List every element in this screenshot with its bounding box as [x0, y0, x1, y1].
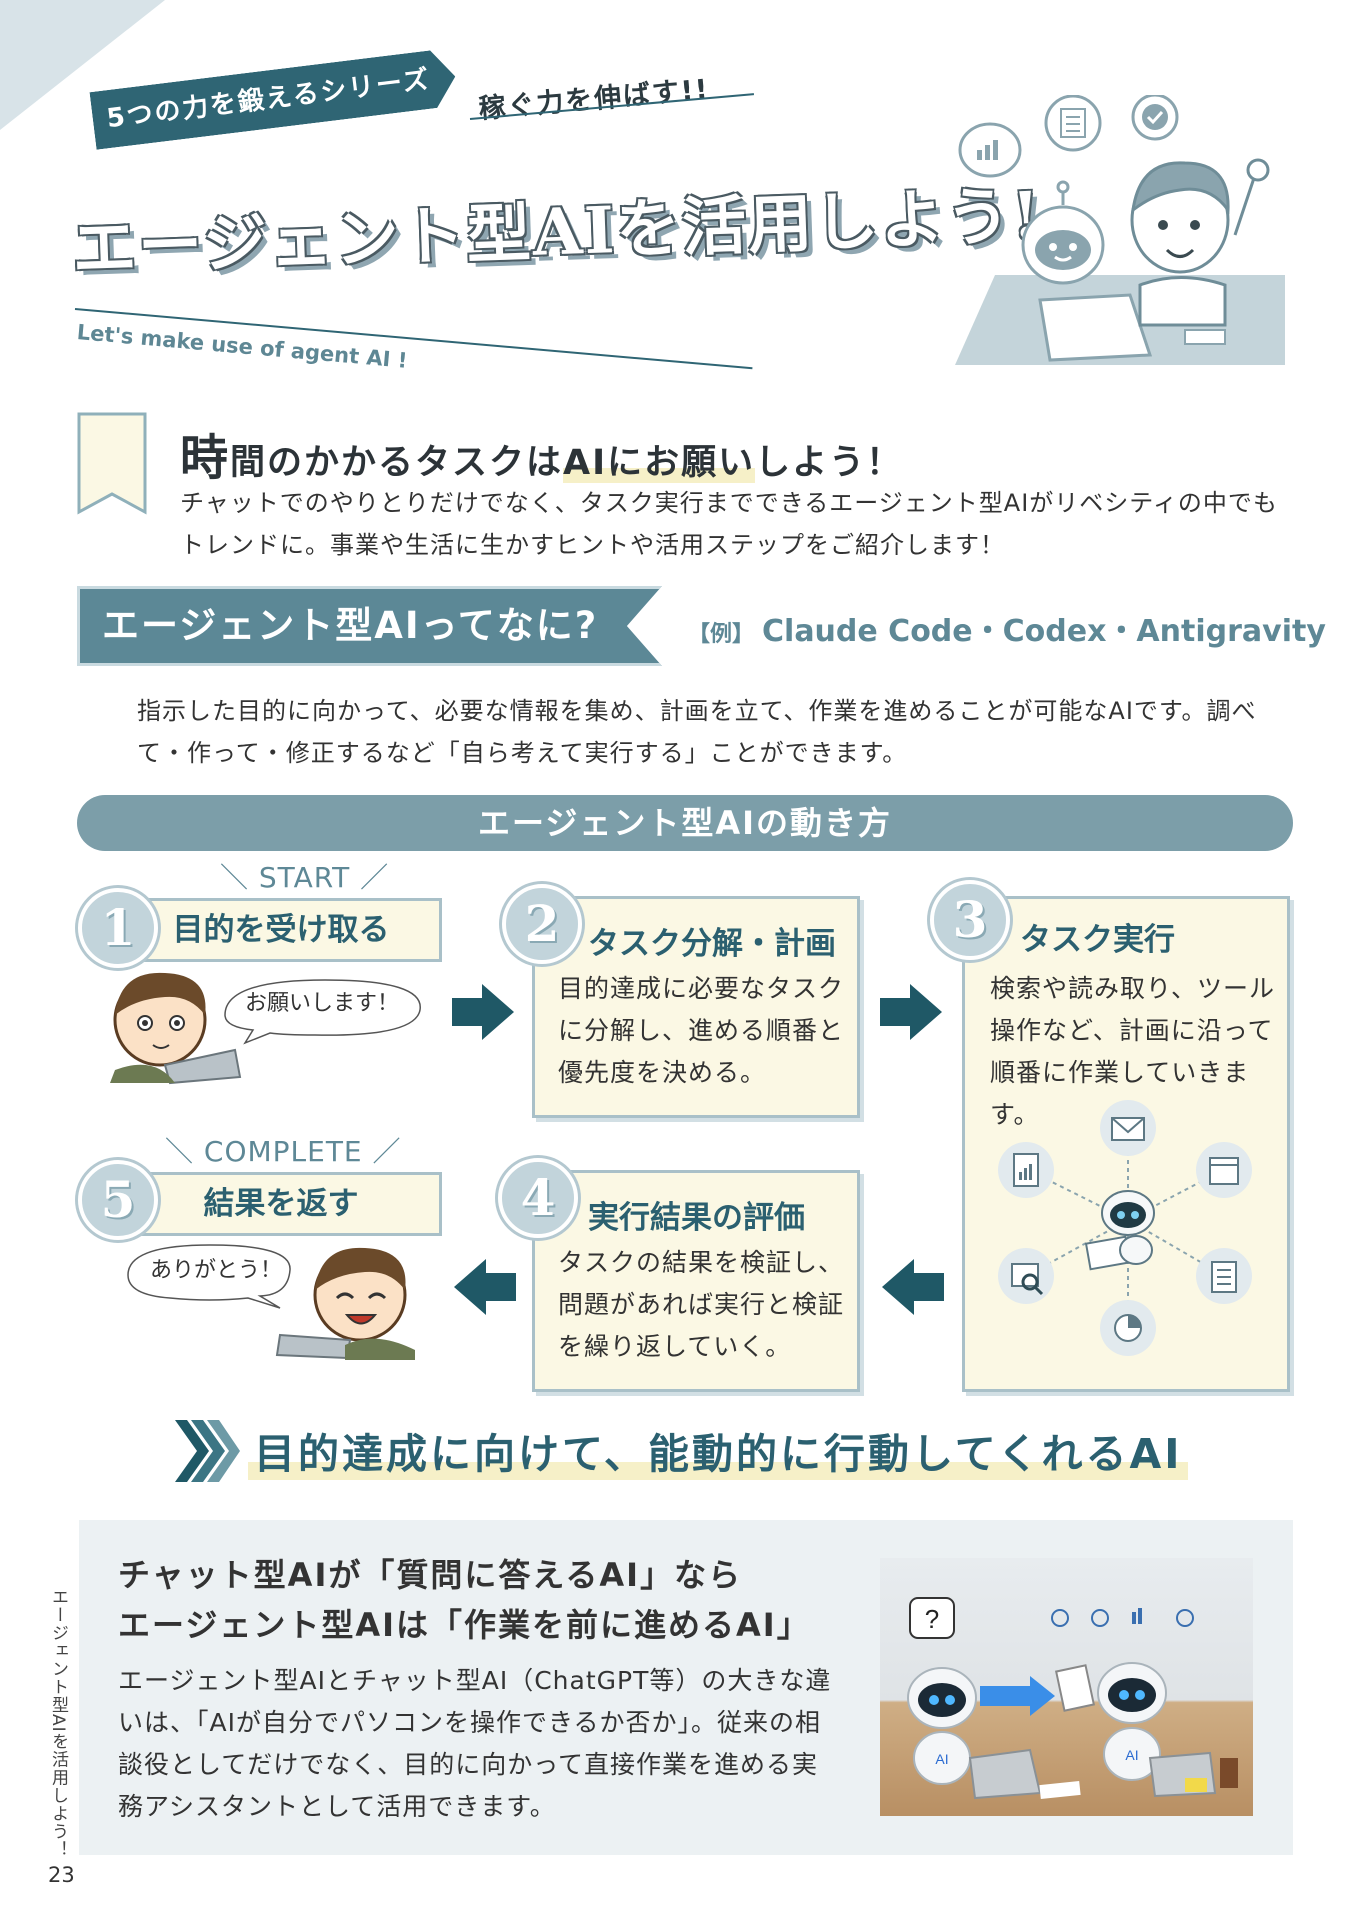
step-3-number: 3: [930, 880, 1010, 960]
hero-illustration: [955, 95, 1285, 365]
step-1-title-box: 目的を受け取る: [120, 898, 442, 962]
businessman-icon: [1130, 158, 1270, 327]
speech-bubble: [127, 1244, 291, 1309]
step-2-body: 目的達成に必要なタスクに分解し、進める順番と優先度を決める。: [558, 974, 845, 1087]
intro-heading: 時間のかかるタスクはAIにお願いしよう！: [180, 430, 904, 486]
step-3-title: タスク実行: [1020, 922, 1175, 958]
step-4-body: タスクの結果を検証し、問題があれば実行と検証を繰り返していく。: [558, 1248, 845, 1361]
search-doc-icon: [998, 1248, 1054, 1304]
page-title: エージェント型AIを活用しよう!: [70, 178, 1044, 287]
intro-text: チャットでのやりとりだけでなく、タスク実行までできるエージェント型AIがリベシテ…: [180, 489, 1278, 559]
person-icon: [110, 972, 242, 1085]
step-2-title: タスク分解・計画: [588, 926, 836, 962]
complete-label: ＼ COMPLETE ／: [165, 1135, 402, 1168]
bubble-text-5: ありがとう！: [150, 1258, 283, 1283]
mail-icon: [1100, 1100, 1156, 1156]
pie-chart-icon: [1100, 1300, 1156, 1356]
calendar-icon: [1196, 1142, 1252, 1198]
list-icon: [1196, 1248, 1252, 1304]
section-banner-what: エージェント型AIってなに?: [77, 586, 662, 666]
arrow-left-icon: [454, 1259, 516, 1315]
comparison-text: エージェント型AIとチャット型AI（ChatGPT等）の大きな違いは、「AIが自…: [118, 1666, 832, 1821]
photo-robot-label: AI: [1125, 1747, 1138, 1763]
robots-photo: ? AI AI: [880, 1558, 1253, 1816]
chart-bubble-icon: [958, 122, 1022, 178]
what-description: 指示した目的に向かって、必要な情報を集め、計画を立て、作業を進めることが可能なA…: [137, 697, 1257, 767]
task-execution-diagram: [998, 1100, 1252, 1356]
chevrons-icon: [175, 1420, 240, 1482]
arrow-right-icon: [452, 984, 514, 1040]
flow-banner: エージェント型AIの動き方: [77, 795, 1293, 851]
robot-icon: [1021, 180, 1105, 285]
conclusion-text: 目的達成に向けて、能動的に行動してくれるAI: [248, 1420, 1189, 1480]
robot-icon: [1084, 1190, 1155, 1271]
speech-bubble: [224, 979, 421, 1045]
page-number: 23: [48, 1863, 75, 1887]
photo-robot-label: AI: [935, 1751, 948, 1767]
step-5-title-box: 結果を返す: [120, 1172, 442, 1236]
bookmark-icon: [77, 412, 147, 515]
series-subtitle: 稼ぐ力を伸ばす!!: [477, 73, 711, 126]
step-4-card: [532, 1170, 860, 1392]
arrow-right-icon: [880, 984, 942, 1040]
bubble-text-1: お願いします！: [245, 991, 400, 1016]
checklist-bubble-icon: [1044, 95, 1102, 152]
check-bubble-icon: [1131, 95, 1179, 141]
step-4-number: 4: [498, 1158, 578, 1238]
arrow-left-icon: [882, 1259, 944, 1315]
side-running-title: エージェント型AIを活用しよう！: [48, 1588, 68, 1859]
example-tools: 【例】Claude Code・Codex・Antigravity: [688, 614, 1326, 649]
comparison-heading: チャット型AIが「質問に答えるAI」なら エージェント型AIは「作業を前に進める…: [118, 1556, 811, 1644]
document-chart-icon: [998, 1142, 1054, 1198]
step-2-number: 2: [502, 884, 582, 964]
step-5-number: 5: [78, 1160, 158, 1240]
step-2-card: [532, 896, 860, 1118]
step-4-title: 実行結果の評価: [588, 1200, 805, 1236]
step-1-number: 1: [78, 888, 158, 968]
photo-question-mark: ?: [925, 1604, 939, 1634]
start-label: ＼ START ／: [220, 861, 390, 894]
step-3-body: 検索や読み取り、ツール操作など、計画に沿って順番に作業していきます。: [990, 974, 1276, 1129]
person-happy-icon: [275, 1247, 415, 1360]
english-subtitle: Let's make use of agent AI !: [75, 320, 409, 373]
